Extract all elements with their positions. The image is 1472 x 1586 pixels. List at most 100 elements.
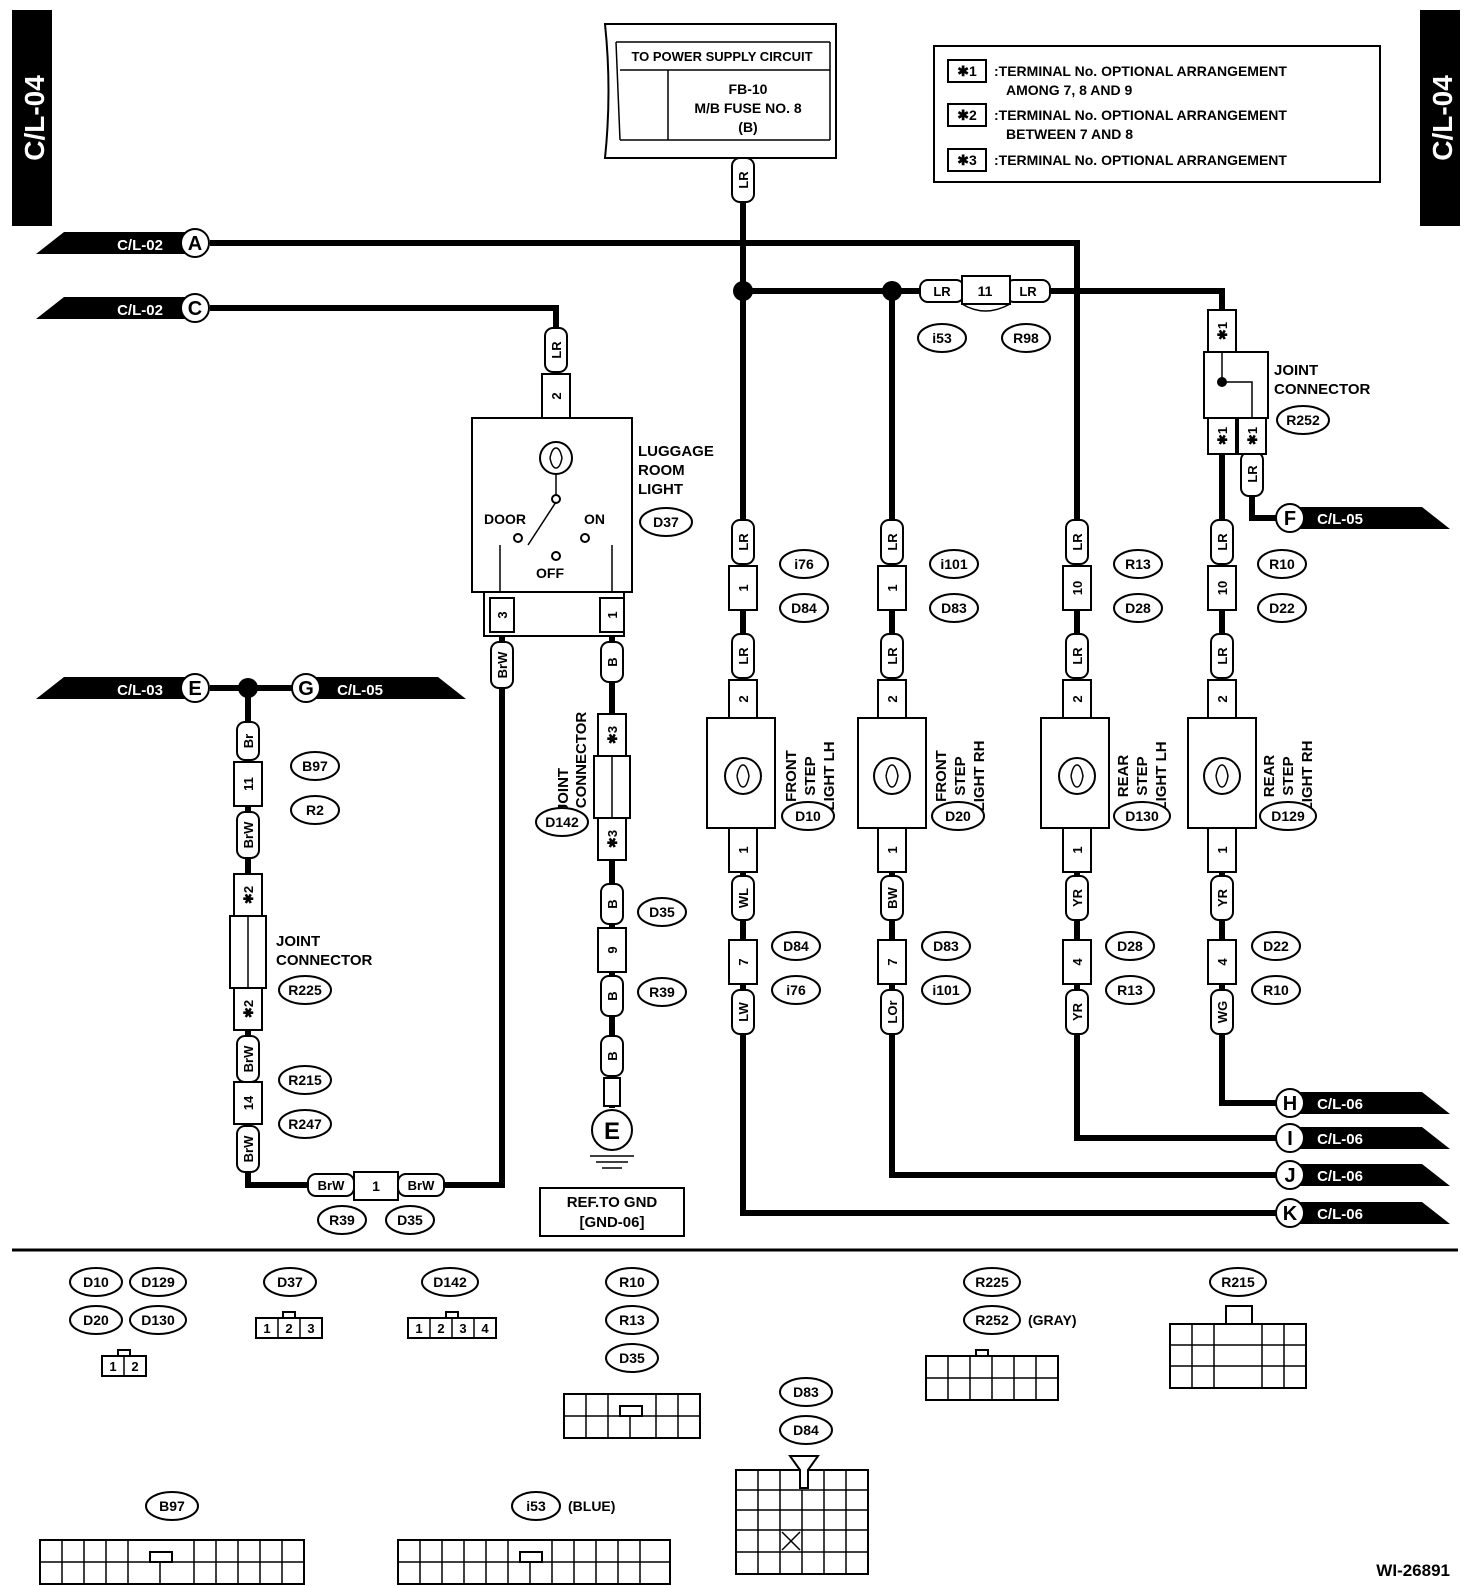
svg-text:STEP: STEP xyxy=(952,756,969,795)
svg-text:BrW: BrW xyxy=(408,1178,435,1193)
ref-F[interactable]: C/L-05 F xyxy=(1275,503,1450,533)
ref-E[interactable]: C/L-03 E xyxy=(36,673,210,703)
svg-text:R215: R215 xyxy=(288,1072,322,1088)
svg-text:LR: LR xyxy=(1215,647,1230,665)
svg-text:ROOM: ROOM xyxy=(638,462,685,479)
svg-text:JOINT: JOINT xyxy=(1274,362,1318,379)
front-step-light-rh: 2 1 FRONT STEP LIGHT RH D20 xyxy=(857,679,988,873)
svg-text:(BLUE): (BLUE) xyxy=(568,1498,615,1514)
ref-G[interactable]: C/L-05 G xyxy=(291,673,466,703)
svg-text:A: A xyxy=(188,233,202,255)
svg-text:2: 2 xyxy=(285,1321,292,1336)
svg-text:✱2: ✱2 xyxy=(241,886,256,904)
svg-text:D22: D22 xyxy=(1269,600,1295,616)
svg-text:B: B xyxy=(605,899,620,908)
svg-text:BrW: BrW xyxy=(495,651,510,678)
ref-C[interactable]: C/L-02 C xyxy=(36,293,210,323)
svg-text:D35: D35 xyxy=(397,1212,423,1228)
svg-text:TO POWER SUPPLY CIRCUIT: TO POWER SUPPLY CIRCUIT xyxy=(631,49,812,64)
svg-text:1: 1 xyxy=(372,1178,380,1194)
svg-text:2: 2 xyxy=(549,392,564,399)
joint-connector-r252: ✱1 ✱1 ✱1 JOINT CONNECTOR R252 xyxy=(1203,309,1371,455)
svg-text:C/L-06: C/L-06 xyxy=(1317,1131,1363,1148)
svg-text:10: 10 xyxy=(1215,581,1230,595)
svg-text:D142: D142 xyxy=(545,814,579,830)
svg-text:R98: R98 xyxy=(1013,330,1039,346)
svg-text:LR: LR xyxy=(933,284,951,299)
svg-text:i53: i53 xyxy=(526,1498,546,1514)
svg-text:LR: LR xyxy=(1245,465,1260,483)
ref-J[interactable]: C/L-06 J xyxy=(1275,1160,1450,1190)
ref-A[interactable]: C/L-02 A xyxy=(36,228,210,258)
grid-r225 xyxy=(925,1349,1059,1401)
svg-text:C/L-06: C/L-06 xyxy=(1317,1206,1363,1223)
rear-step-light-rh: 2 1 REAR STEP LIGHT RH D129 xyxy=(1187,679,1317,873)
svg-text:C/L-05: C/L-05 xyxy=(1317,511,1363,528)
inline-connectors: 11 1 1 10 10 7 7 4 4 9 11 14 1 xyxy=(233,275,1237,1201)
svg-text:H: H xyxy=(1283,1093,1297,1115)
svg-text:1: 1 xyxy=(1215,846,1230,853)
svg-text:K: K xyxy=(1283,1203,1298,1225)
rear-step-light-lh: 2 1 REAR STEP LIGHT LH D130 xyxy=(1040,679,1171,873)
ref-I[interactable]: C/L-06 I xyxy=(1275,1123,1450,1153)
svg-text:J: J xyxy=(1284,1165,1295,1187)
svg-text:R215: R215 xyxy=(1221,1274,1255,1290)
svg-text:WL: WL xyxy=(736,888,751,908)
svg-text:FB-10: FB-10 xyxy=(729,81,768,97)
front-step-light-lh: 2 1 FRONT STEP LIGHT LH D10 xyxy=(706,679,838,873)
svg-text:10: 10 xyxy=(1070,581,1085,595)
svg-text:R10: R10 xyxy=(1269,556,1295,572)
svg-text:STEP: STEP xyxy=(1134,756,1151,795)
svg-text:LR: LR xyxy=(1070,647,1085,665)
svg-text:i101: i101 xyxy=(940,556,967,572)
svg-text:BrW: BrW xyxy=(241,821,256,848)
svg-text:D20: D20 xyxy=(83,1312,109,1328)
svg-text:3: 3 xyxy=(307,1321,314,1336)
svg-text:4: 4 xyxy=(1070,958,1085,966)
svg-text:BrW: BrW xyxy=(241,1135,256,1162)
svg-text:C/L-06: C/L-06 xyxy=(1317,1168,1363,1185)
svg-text:✱1: ✱1 xyxy=(1245,427,1260,445)
svg-text:D37: D37 xyxy=(277,1274,303,1290)
svg-text:B: B xyxy=(605,1051,620,1060)
svg-text:1: 1 xyxy=(415,1321,422,1336)
svg-text:YR: YR xyxy=(1215,888,1230,907)
svg-text:LR: LR xyxy=(549,341,564,359)
svg-text:CONNECTOR: CONNECTOR xyxy=(1274,381,1371,398)
svg-text:BETWEEN 7 AND 8: BETWEEN 7 AND 8 xyxy=(1006,126,1133,142)
figure-id: WI-26891 xyxy=(1376,1561,1450,1580)
svg-text:C/L-04: C/L-04 xyxy=(19,75,50,161)
svg-text:1: 1 xyxy=(605,611,620,618)
grid-r215 xyxy=(1169,1305,1307,1389)
svg-text:R13: R13 xyxy=(1125,556,1151,572)
svg-text:14: 14 xyxy=(241,1095,256,1110)
ref-K[interactable]: C/L-06 K xyxy=(1275,1198,1450,1228)
svg-text:D28: D28 xyxy=(1125,600,1151,616)
svg-text:1: 1 xyxy=(109,1359,116,1374)
svg-text:BrW: BrW xyxy=(318,1178,345,1193)
joint-connector-r225: ✱2 ✱2 JOINT CONNECTOR R225 xyxy=(229,873,373,1031)
svg-text:R13: R13 xyxy=(1117,982,1143,998)
svg-text:(B): (B) xyxy=(738,119,757,135)
svg-text:B: B xyxy=(605,991,620,1000)
svg-text:1: 1 xyxy=(263,1321,270,1336)
svg-text:C/L-02: C/L-02 xyxy=(117,302,163,319)
ground-symbol: E REF.TO GND [GND-06] xyxy=(539,1077,685,1237)
svg-text:E: E xyxy=(188,678,201,700)
svg-text:✱3: ✱3 xyxy=(605,726,620,744)
power-supply-box: TO POWER SUPPLY CIRCUIT FB-10 M/B FUSE N… xyxy=(603,23,837,159)
svg-text:2: 2 xyxy=(131,1359,138,1374)
svg-text::TERMINAL No. OPTIONAL ARRANGE: :TERMINAL No. OPTIONAL ARRANGEMENT xyxy=(994,63,1287,79)
svg-text:R2: R2 xyxy=(306,802,324,818)
svg-text:R13: R13 xyxy=(619,1312,645,1328)
svg-text:R10: R10 xyxy=(1263,982,1289,998)
grid-r10 xyxy=(563,1393,701,1439)
svg-text:D35: D35 xyxy=(649,904,675,920)
svg-text:LR: LR xyxy=(736,647,751,665)
svg-text:✱3: ✱3 xyxy=(605,830,620,848)
svg-text:✱3: ✱3 xyxy=(957,152,977,168)
ref-H[interactable]: C/L-06 H xyxy=(1275,1088,1450,1118)
svg-text:✱1: ✱1 xyxy=(957,63,977,79)
svg-text:D37: D37 xyxy=(653,514,679,530)
svg-text:D22: D22 xyxy=(1263,938,1289,954)
